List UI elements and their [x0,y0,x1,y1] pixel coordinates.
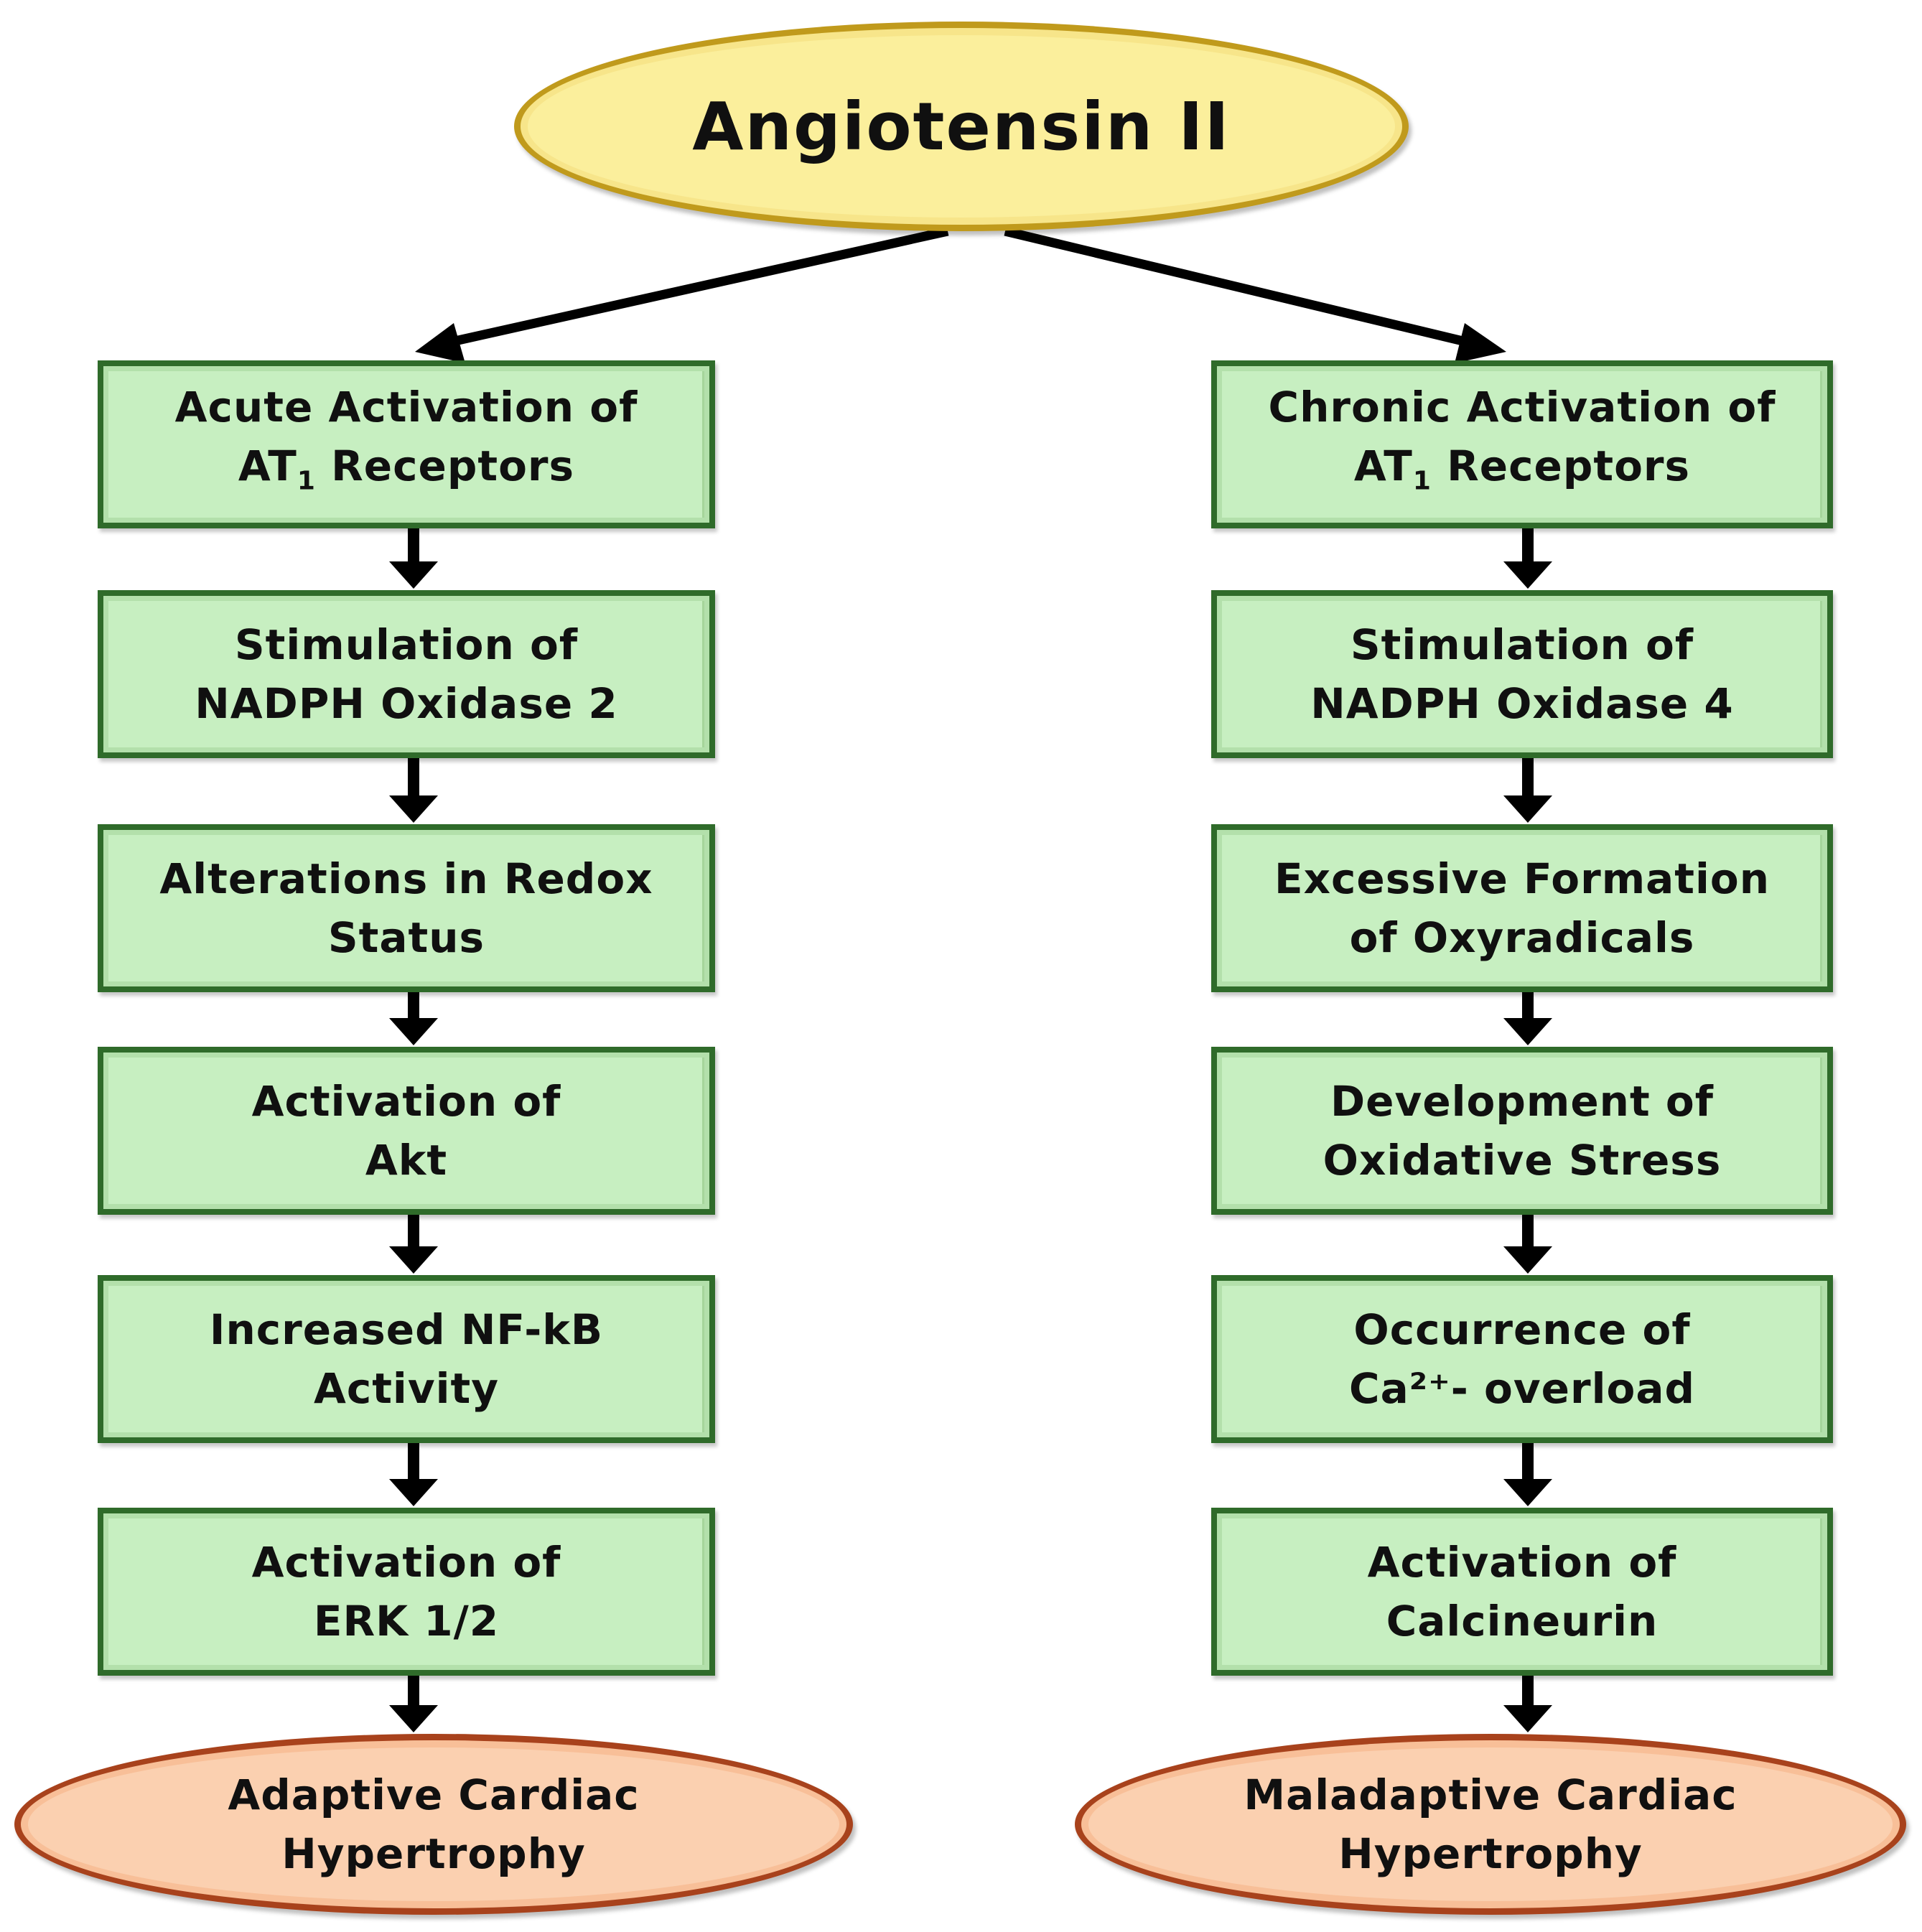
right-step-4-line2: Oxidative Stress [1322,1136,1722,1185]
right-step-5-calcium-overload: Occurrence of Ca²⁺- overload [1211,1275,1833,1443]
arrowhead-left-3 [389,1018,438,1045]
right-step-3-oxyradicals: Excessive Formation of Oxyradicals [1211,824,1833,992]
right-step-6-line1: Activation of [1367,1538,1677,1587]
outcome-adaptive-hypertrophy: Adaptive Cardiac Hypertrophy [14,1734,853,1915]
outcome-left-line2: Hypertrophy [281,1829,586,1878]
arrow-left-3 [408,992,419,1022]
outcome-left-line1: Adaptive Cardiac [228,1770,640,1819]
arrowhead-right-3 [1503,1018,1552,1045]
right-step-4-oxidative-stress: Development of Oxidative Stress [1211,1047,1833,1215]
arrowhead-left-4 [389,1246,438,1274]
right-step-3-line2: of Oxyradicals [1349,913,1695,962]
arrowhead-left-2 [389,795,438,823]
arrow-root-to-left [444,226,949,348]
arrowhead-right-5 [1503,1479,1552,1506]
left-step-4-akt: Activation of Akt [98,1047,715,1215]
arrowhead-left-6 [389,1705,438,1732]
left-step-4-line1: Activation of [251,1077,561,1126]
arrow-left-6 [408,1676,419,1709]
arrow-right-3 [1522,992,1534,1022]
outcome-right-line1: Maladaptive Cardiac [1244,1770,1737,1819]
arrowhead-left-5 [389,1479,438,1506]
arrowhead-right-2 [1503,795,1552,823]
arrowhead-right-4 [1503,1246,1552,1274]
arrowhead-right-1 [1503,561,1552,589]
right-step-1-line1: Chronic Activation of [1268,383,1776,432]
arrow-right-4 [1522,1215,1534,1251]
left-step-2-line1: Stimulation of [234,620,579,669]
right-step-2-nadph-oxidase-4: Stimulation of NADPH Oxidase 4 [1211,590,1833,758]
right-step-2-line1: Stimulation of [1350,620,1694,669]
left-step-3-line1: Alterations in Redox [159,854,653,903]
right-step-5-line2: Ca²⁺- overload [1349,1364,1695,1413]
left-step-2-nadph-oxidase-2: Stimulation of NADPH Oxidase 2 [98,590,715,758]
outcome-maladaptive-hypertrophy: Maladaptive Cardiac Hypertrophy [1075,1734,1906,1915]
left-step-1-line1: Acute Activation of [174,383,638,432]
arrow-root-to-right [1004,226,1473,348]
root-node-angiotensin-ii: Angiotensin II [514,22,1409,231]
left-step-5-line1: Increased NF-kB [209,1305,604,1354]
left-step-5-nf-kb: Increased NF-kB Activity [98,1275,715,1443]
left-step-6-line2: ERK 1/2 [313,1597,500,1646]
outcome-right-line2: Hypertrophy [1338,1829,1643,1878]
arrow-right-6 [1522,1676,1534,1709]
left-step-2-line2: NADPH Oxidase 2 [195,679,618,728]
left-step-6-line1: Activation of [251,1538,561,1587]
arrow-left-1 [408,528,419,566]
right-step-2-line2: NADPH Oxidase 4 [1310,679,1734,728]
right-step-1-line2: AT1 Receptors [1353,442,1691,496]
left-step-1-acute-activation: Acute Activation of AT1 Receptors [98,360,715,528]
arrowhead-root-to-left [415,323,465,363]
right-step-5-line1: Occurrence of [1353,1305,1691,1354]
left-step-5-line2: Activity [313,1364,500,1413]
arrow-left-5 [408,1443,419,1483]
arrow-right-5 [1522,1443,1534,1483]
arrow-left-4 [408,1215,419,1251]
right-step-4-line1: Development of [1330,1077,1714,1126]
arrow-left-2 [408,758,419,800]
arrowhead-left-1 [389,561,438,589]
right-step-6-calcineurin: Activation of Calcineurin [1211,1508,1833,1676]
right-step-6-line2: Calcineurin [1386,1597,1659,1646]
left-step-1-line2: AT1 Receptors [238,442,575,496]
left-step-3-line2: Status [327,913,485,962]
arrow-right-1 [1522,528,1534,566]
arrow-right-2 [1522,758,1534,800]
left-step-6-erk: Activation of ERK 1/2 [98,1508,715,1676]
arrowhead-right-6 [1503,1705,1552,1732]
right-step-1-chronic-activation: Chronic Activation of AT1 Receptors [1211,360,1833,528]
left-step-3-redox-status: Alterations in Redox Status [98,824,715,992]
left-step-4-line2: Akt [365,1136,448,1185]
arrowhead-root-to-right [1455,323,1506,363]
root-label: Angiotensin II [692,88,1231,165]
right-step-3-line1: Excessive Formation [1274,854,1771,903]
